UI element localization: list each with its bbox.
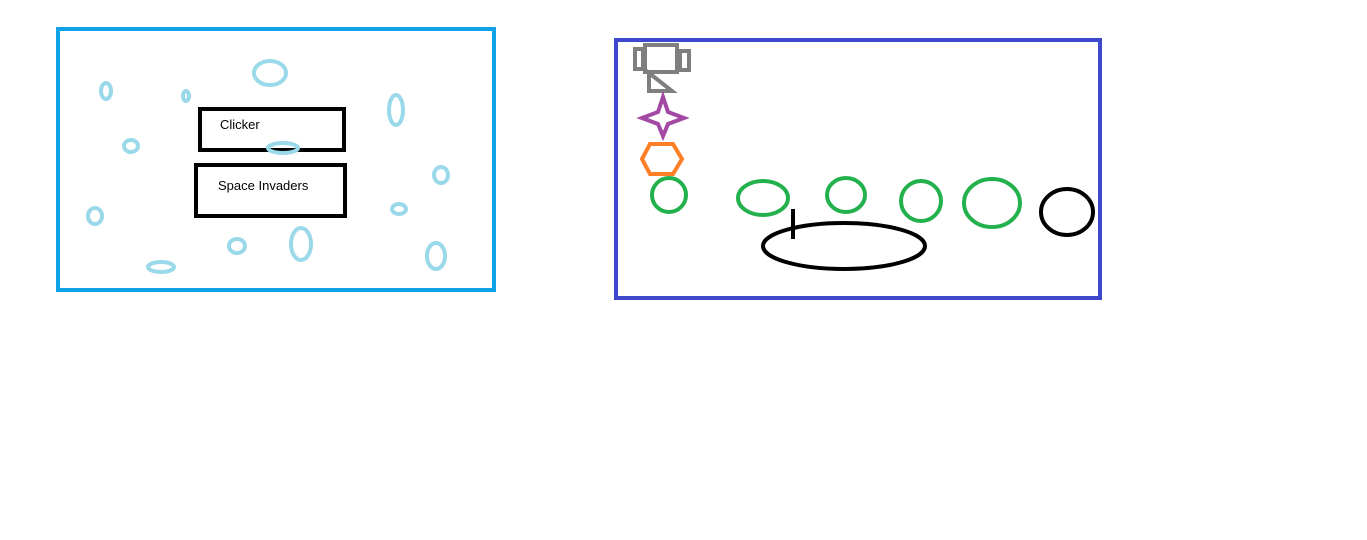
bubble-icon	[122, 138, 140, 154]
bubble-icon	[432, 165, 450, 185]
bubble-icon	[252, 59, 288, 87]
menu-screen-frame	[56, 27, 496, 292]
invader-icon	[899, 179, 943, 223]
bubble-icon	[266, 141, 300, 155]
invader-icon	[650, 176, 688, 214]
bubble-icon	[390, 202, 408, 216]
bubble-group	[86, 59, 450, 274]
bubble-icon	[99, 81, 113, 101]
star-icon	[636, 90, 690, 142]
invader-icon	[736, 179, 790, 217]
invader-row	[650, 176, 1022, 229]
bubble-icon	[181, 89, 191, 103]
hexagon-icon	[639, 142, 685, 176]
game-screen-frame	[614, 38, 1102, 300]
player-ship-icon	[761, 209, 927, 271]
bubble-icon	[387, 93, 405, 127]
bubble-icon	[289, 226, 313, 262]
boss-invader-icon	[1039, 187, 1095, 237]
bubble-icon	[425, 241, 447, 271]
bubble-icon	[146, 260, 176, 274]
space-invaders-button[interactable]: Space Invaders	[194, 163, 347, 218]
turret-icon	[633, 43, 691, 93]
invader-icon	[825, 176, 867, 214]
space-invaders-button-label: Space Invaders	[218, 178, 309, 193]
invader-icon	[962, 177, 1022, 229]
bubble-icon	[86, 206, 104, 226]
bubble-icon	[227, 237, 247, 255]
clicker-button-label: Clicker	[220, 117, 260, 132]
